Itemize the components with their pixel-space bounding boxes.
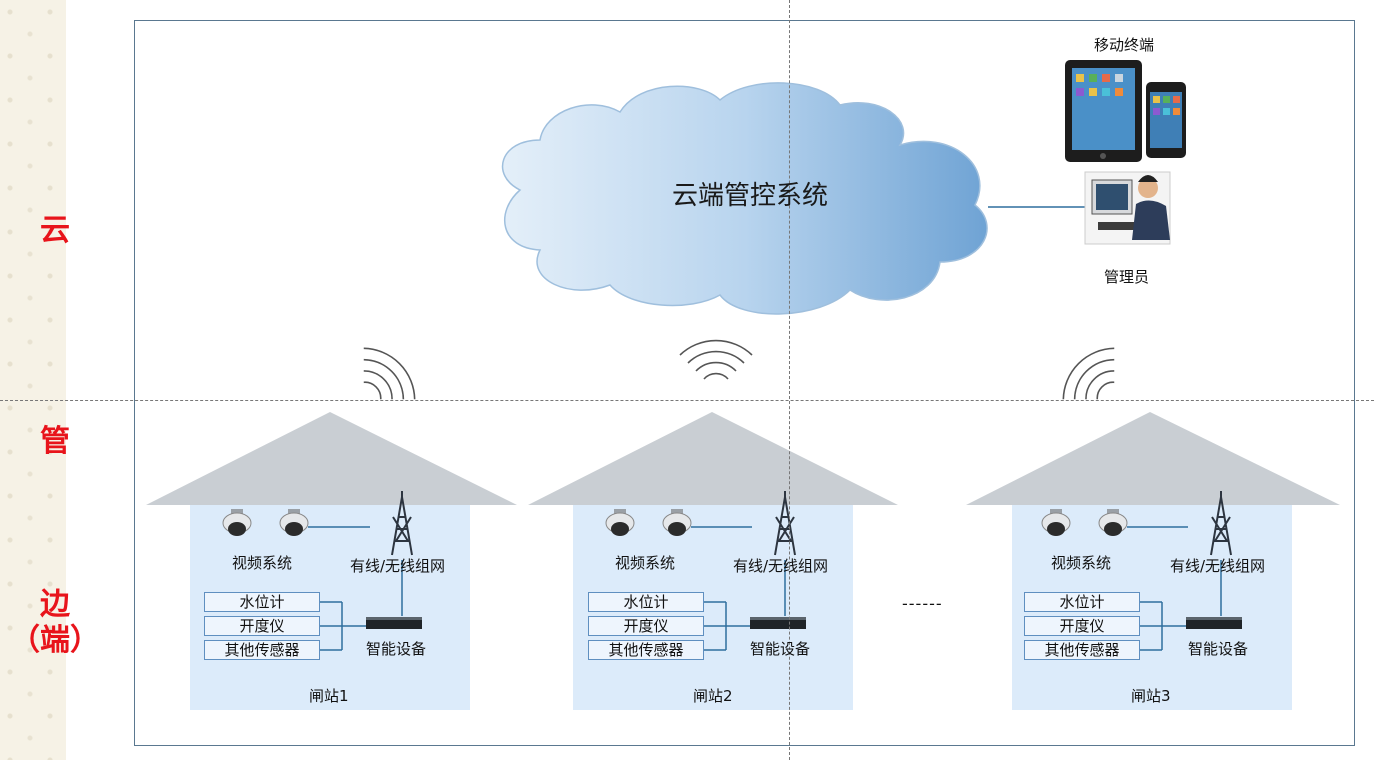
mobile-terminal-label: 移动终端 xyxy=(1094,36,1155,54)
more-stations-ellipsis: ------ xyxy=(902,594,943,613)
layer-label-edge: 边 xyxy=(40,587,70,622)
phone-icon xyxy=(1146,82,1186,158)
station-2-network-label: 有线/无线组网 xyxy=(733,557,829,575)
left-decorative-strip xyxy=(0,0,66,760)
cloud-shape xyxy=(501,82,988,315)
roof-2 xyxy=(528,412,898,505)
station-3-sensor-other: 其他传感器 xyxy=(1024,640,1140,660)
station-2-device-label: 智能设备 xyxy=(750,640,811,658)
station-1-name: 闸站1 xyxy=(309,687,349,705)
station-2-sensor-gate-opening: 开度仪 xyxy=(588,616,704,636)
station-2-equipment xyxy=(605,490,806,651)
diagram-frame xyxy=(134,20,1355,746)
roof-3 xyxy=(966,412,1340,505)
station-2-sensor-water-level: 水位计 xyxy=(588,592,704,612)
station-1-video-label: 视频系统 xyxy=(232,554,293,572)
station-3-video-label: 视频系统 xyxy=(1051,554,1112,572)
station-3-sensor-gate-opening: 开度仪 xyxy=(1024,616,1140,636)
wifi-signal-1 xyxy=(345,337,426,418)
station-2-name: 闸站2 xyxy=(693,687,733,705)
station-1-sensor-water-level: 水位计 xyxy=(204,592,320,612)
roof-1 xyxy=(146,412,517,505)
layer-label-cloud: 云 xyxy=(40,213,70,248)
tablet-icon xyxy=(1065,60,1142,162)
station-1-network-label: 有线/无线组网 xyxy=(350,557,446,575)
station-3-network-label: 有线/无线组网 xyxy=(1170,557,1266,575)
station-3-sensor-water-level: 水位计 xyxy=(1024,592,1140,612)
station-2-video-label: 视频系统 xyxy=(615,554,676,572)
station-1-equipment xyxy=(222,490,422,651)
station-3-device-label: 智能设备 xyxy=(1188,640,1249,658)
layer-divider-horizontal xyxy=(0,400,1374,401)
admin-label: 管理员 xyxy=(1104,268,1150,286)
station-3-name: 闸站3 xyxy=(1131,687,1171,705)
layer-label-edge-sub: （端） xyxy=(10,623,100,658)
layer-label-pipe: 管 xyxy=(40,424,70,459)
station-3-equipment xyxy=(1041,490,1242,651)
wifi-signal-3 xyxy=(1052,337,1133,418)
station-1-sensor-other: 其他传感器 xyxy=(204,640,320,660)
admin-icon xyxy=(1084,171,1171,245)
cloud-control-system-label: 云端管控系统 xyxy=(671,181,828,211)
wifi-signal-2 xyxy=(679,339,753,380)
station-2-sensor-other: 其他传感器 xyxy=(588,640,704,660)
station-1-sensor-gate-opening: 开度仪 xyxy=(204,616,320,636)
station-1-device-label: 智能设备 xyxy=(366,640,427,658)
layer-divider-vertical xyxy=(789,0,790,760)
